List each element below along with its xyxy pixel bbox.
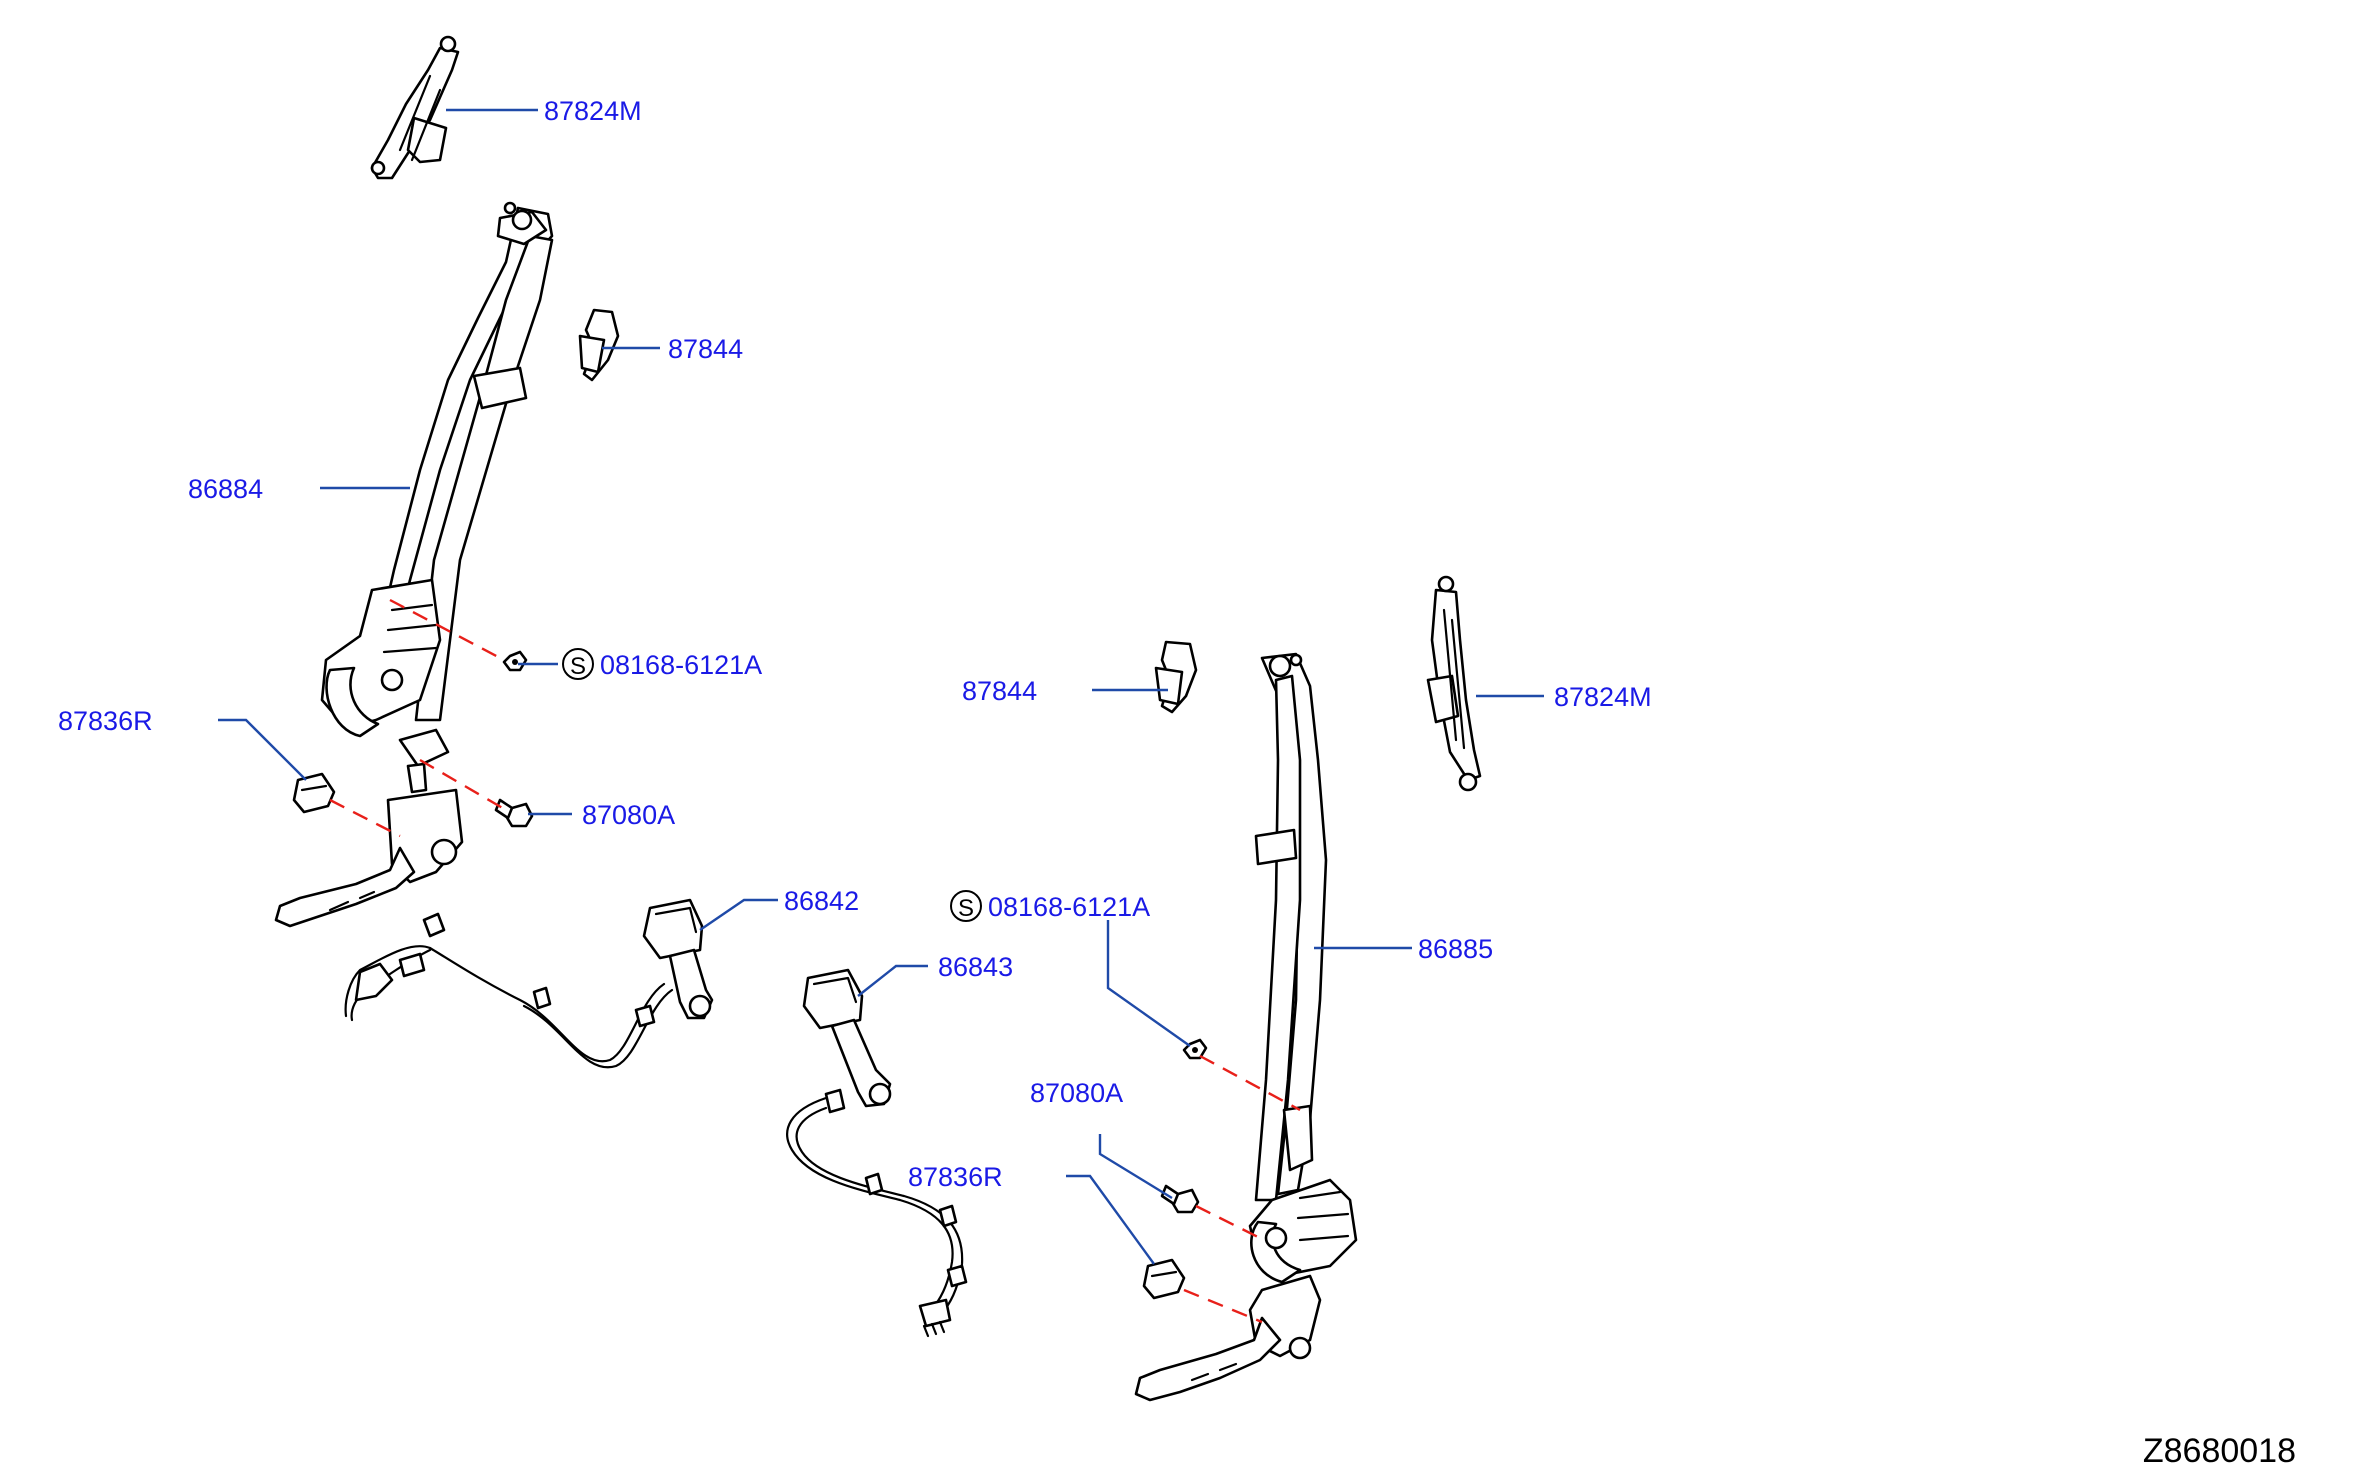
cover-right [1142, 1258, 1186, 1300]
diagram-code: Z8680018 [2143, 1432, 2296, 1470]
label-87080a-left: 87080A [582, 800, 675, 830]
label-86842: 86842 [784, 886, 859, 916]
standard-part-symbol-right: S [950, 890, 982, 922]
label-87836r-right: 87836R [908, 1162, 1003, 1192]
seat-belt-assembly-86884 [274, 201, 554, 928]
seat-belt-assembly-86885 [1134, 652, 1358, 1402]
label-08168-left: 08168-6121A [600, 650, 762, 680]
dashed-guides [329, 598, 1301, 1324]
height-adjuster-top-left [370, 35, 460, 180]
label-87844-left: 87844 [668, 334, 743, 364]
label-86885: 86885 [1418, 934, 1493, 964]
label-87824m-right: 87824M [1554, 682, 1652, 712]
label-87836r-left: 87836R [58, 706, 153, 736]
bolt-left [494, 798, 534, 828]
height-adjuster-right [1426, 575, 1482, 792]
leader-lines [218, 108, 1544, 1265]
label-87844-right: 87844 [962, 676, 1037, 706]
s-icon: S [570, 653, 586, 680]
buckle-86843 [786, 968, 968, 1338]
label-87080a-right: 87080A [1030, 1078, 1123, 1108]
buckle-86842 [344, 898, 714, 1069]
s-icon: S [958, 895, 974, 922]
clip-right [1154, 640, 1198, 714]
cover-left [292, 772, 336, 814]
label-87824m-top: 87824M [544, 96, 642, 126]
bolt-right [1160, 1184, 1200, 1214]
standard-part-symbol-left: S [562, 648, 594, 680]
label-08168-right: 08168-6121A [988, 892, 1150, 922]
bolt-standard-left [502, 650, 528, 672]
label-86884: 86884 [188, 474, 263, 504]
clip-left [578, 308, 620, 382]
label-86843: 86843 [938, 952, 1013, 982]
